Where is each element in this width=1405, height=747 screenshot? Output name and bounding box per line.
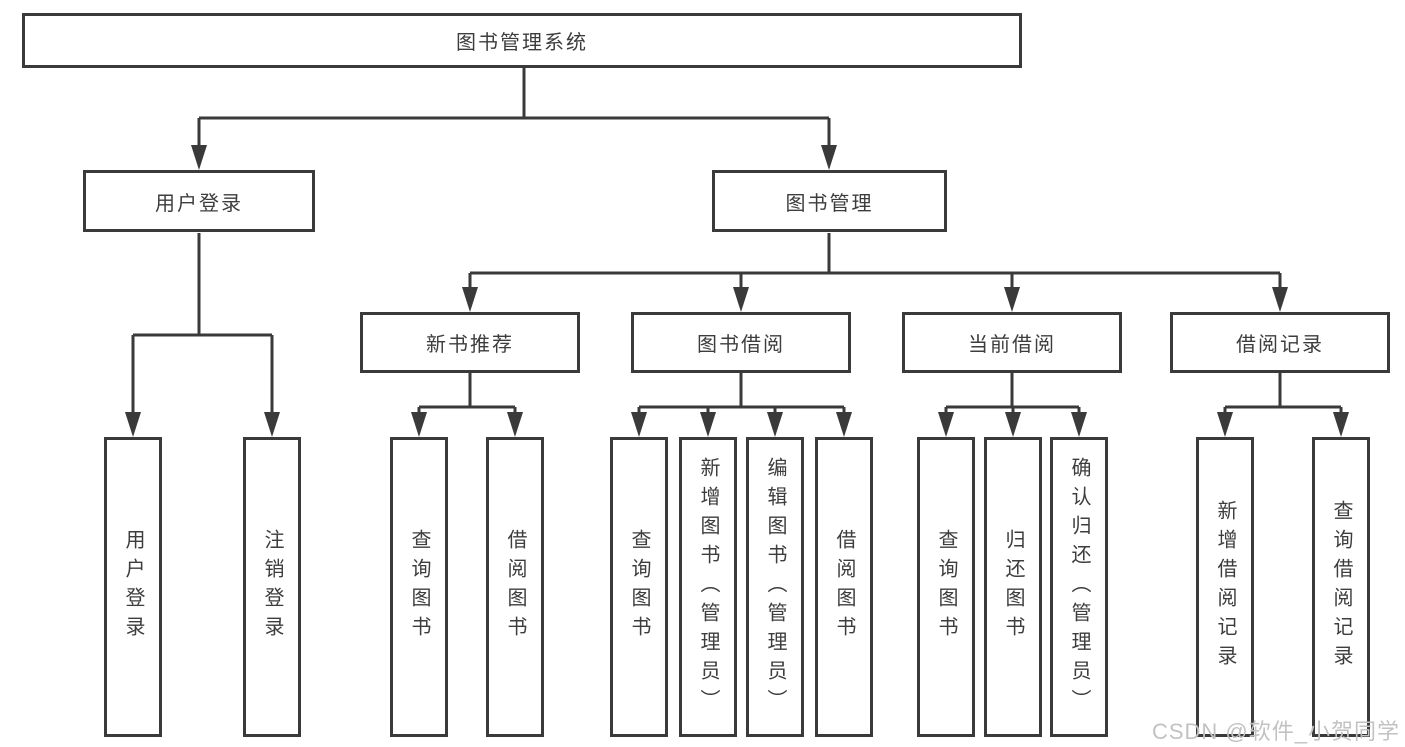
leaf-query-books-current: 查询图书: [917, 437, 975, 737]
node-new-book-recommend: 新书推荐: [360, 312, 580, 373]
leaf-label: 编辑图书（管理员）: [764, 456, 786, 718]
leaf-label: 注销登录: [261, 529, 283, 645]
leaf-label: 查询图书: [628, 529, 650, 645]
arrowhead: [507, 412, 523, 437]
arrowhead: [821, 145, 837, 170]
leaf-label: 确认归还（管理员）: [1068, 456, 1090, 718]
node-label: 用户登录: [155, 192, 243, 215]
leaf-return-book: 归还图书: [984, 437, 1042, 737]
leaf-label: 查询借阅记录: [1330, 500, 1352, 674]
node-book-borrow: 图书借阅: [631, 312, 851, 373]
connector-root-to-level2: [197, 68, 831, 160]
leaf-query-books-recommend: 查询图书: [390, 437, 448, 737]
arrowhead: [191, 145, 207, 170]
node-current-borrow: 当前借阅: [902, 312, 1122, 373]
arrowhead: [1272, 287, 1288, 312]
leaf-query-books-borrow: 查询图书: [610, 437, 668, 737]
arrowhead: [700, 412, 716, 437]
connector-userlogin-to-leaves: [131, 233, 274, 424]
connector-newbook-to-leaves: [417, 373, 517, 424]
arrowhead: [836, 412, 852, 437]
arrowhead: [1217, 412, 1233, 437]
leaf-label: 查询图书: [408, 529, 430, 645]
leaf-logout: 注销登录: [243, 437, 301, 737]
leaf-borrow-books-recommend: 借阅图书: [486, 437, 544, 737]
arrowhead: [1071, 412, 1087, 437]
arrowhead: [264, 412, 280, 437]
leaf-user-login: 用户登录: [104, 437, 162, 737]
node-label: 图书管理: [785, 192, 874, 215]
leaf-label: 归还图书: [1002, 529, 1024, 645]
leaf-edit-book-admin: 编辑图书（管理员）: [746, 437, 804, 737]
node-library-management-system: 图书管理系统: [22, 13, 1022, 68]
leaf-label: 新增图书（管理员）: [697, 456, 719, 718]
node-user-login: 用户登录: [83, 170, 315, 232]
arrowhead: [462, 287, 478, 312]
arrowhead: [938, 412, 954, 437]
watermark: CSDN @软件_小贺同学: [1151, 719, 1400, 744]
connector-bookborrow-to-leaves: [637, 373, 846, 424]
leaf-label: 借阅图书: [504, 529, 526, 645]
leaf-add-book-admin: 新增图书（管理员）: [679, 437, 737, 737]
arrowhead: [733, 287, 749, 312]
arrowhead: [411, 412, 427, 437]
leaf-label: 用户登录: [122, 529, 144, 645]
node-label: 新书推荐: [426, 334, 514, 356]
arrowhead: [1004, 287, 1020, 312]
leaf-label: 借阅图书: [833, 529, 855, 645]
leaf-label: 新增借阅记录: [1214, 500, 1236, 674]
arrowhead: [631, 412, 647, 437]
connector-records-to-leaves: [1223, 373, 1343, 424]
node-label: 借阅记录: [1236, 334, 1324, 356]
connector-bookmgmt-to-level3: [468, 233, 1282, 298]
node-label: 当前借阅: [968, 334, 1056, 356]
leaf-query-borrow-record: 查询借阅记录: [1312, 437, 1370, 737]
leaf-add-borrow-record: 新增借阅记录: [1196, 437, 1254, 737]
arrowhead: [767, 412, 783, 437]
leaf-label: 查询图书: [935, 529, 957, 645]
arrowhead: [125, 412, 141, 437]
node-label: 图书借阅: [697, 334, 785, 356]
leaf-borrow-books: 借阅图书: [815, 437, 873, 737]
arrowhead: [1333, 412, 1349, 437]
node-book-management: 图书管理: [712, 170, 947, 232]
node-label: 图书管理系统: [456, 32, 588, 54]
arrowhead: [1005, 412, 1021, 437]
leaf-confirm-return-admin: 确认归还（管理员）: [1050, 437, 1108, 737]
node-borrow-records: 借阅记录: [1170, 312, 1390, 373]
